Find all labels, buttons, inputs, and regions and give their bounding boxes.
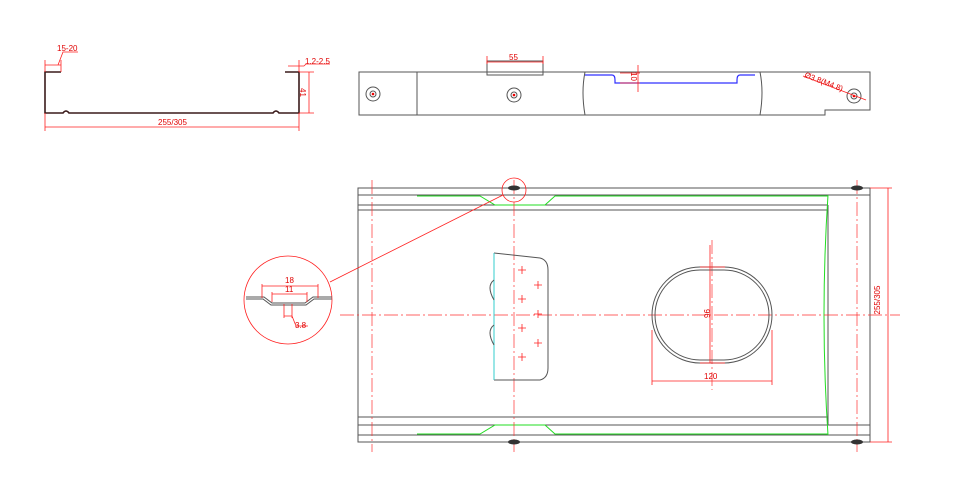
hole-spec-label: Ø3.8(M4.8) <box>803 70 844 93</box>
detail-view: 18 11 3.8 <box>243 255 333 345</box>
rivet-icon <box>518 266 542 361</box>
opening-width-label: 120 <box>704 372 718 381</box>
thickness-label: 1.2-2.5 <box>305 57 330 66</box>
side-view: 55 10 Ø3.8(M4.8) <box>358 53 871 116</box>
detail-inner-width-label: 11 <box>285 285 294 294</box>
height-label: 41 <box>298 88 307 97</box>
channel-depth-label: 10 <box>629 72 638 81</box>
hole-icon <box>365 86 862 104</box>
flange-width-label: 15-20 <box>57 44 78 53</box>
overall-width-label: 255/305 <box>873 285 882 314</box>
opening-height-label: 96 <box>702 309 711 318</box>
profile-view: 15-20 1.2-2.5 41 255/305 <box>44 44 330 131</box>
detail-gap-label: 3.8 <box>295 321 307 330</box>
slot-length-label: 55 <box>509 53 518 62</box>
detail-outer-width-label: 18 <box>285 276 294 285</box>
plan-view: 96 120 255/305 <box>329 177 900 452</box>
width-label: 255/305 <box>158 118 187 127</box>
mount-hole-icon <box>508 185 863 445</box>
